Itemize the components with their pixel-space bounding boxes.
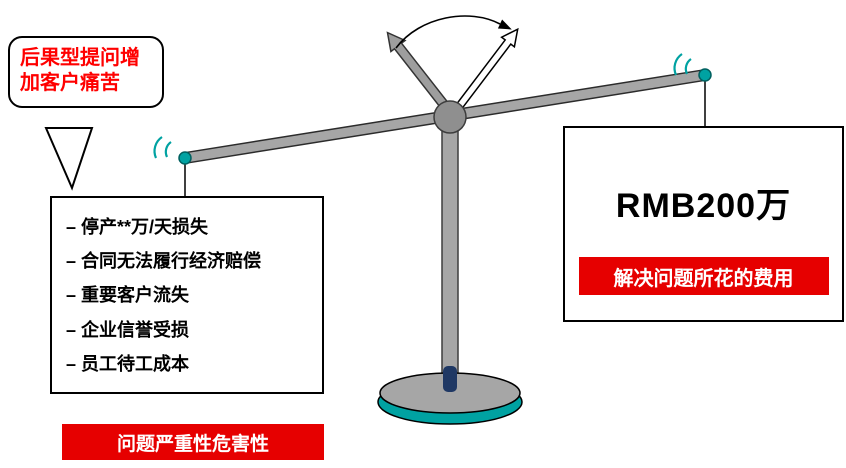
consequence-item: – 合同无法履行经济赔偿 (66, 251, 262, 272)
speech-bubble-tail (44, 127, 94, 191)
rotation-arc (395, 15, 501, 49)
cost-box: RMB200万 解决问题所花的费用 (563, 126, 844, 322)
severity-label-text: 问题严重性危害性 (116, 433, 269, 455)
speech-bubble: 后果型提问增加客户痛苦 (8, 36, 164, 108)
pivot-hub (433, 100, 467, 134)
stand-post-socket (443, 366, 457, 392)
severity-label: 问题严重性危害性 (62, 424, 324, 460)
cost-label-text: 解决问题所花的费用 (613, 267, 794, 290)
vibration-marks-right-icon (673, 53, 692, 76)
tilt-arrow-right-white-icon (451, 27, 519, 116)
left-hang-dot (178, 151, 192, 165)
rotation-arc-arrowhead-icon (497, 19, 512, 30)
cost-label: 解决问题所花的费用 (578, 257, 829, 295)
consequence-item: – 企业信誉受损 (66, 319, 190, 340)
consequence-item: – 员工待工成本 (66, 353, 190, 374)
right-hang-dot (698, 68, 712, 82)
consequence-item: – 停产**万/天损失 (66, 217, 209, 237)
stand-post (441, 117, 459, 377)
consequence-item: – 重要客户流失 (66, 285, 190, 306)
speech-bubble-text: 后果型提问增加客户痛苦 (20, 47, 140, 94)
cost-amount: RMB200万 (615, 187, 792, 225)
vibration-marks-left-icon (153, 136, 172, 159)
consequences-box: – 停产**万/天损失 – 合同无法履行经济赔偿 – 重要客户流失 – 企业信誉… (50, 196, 324, 394)
